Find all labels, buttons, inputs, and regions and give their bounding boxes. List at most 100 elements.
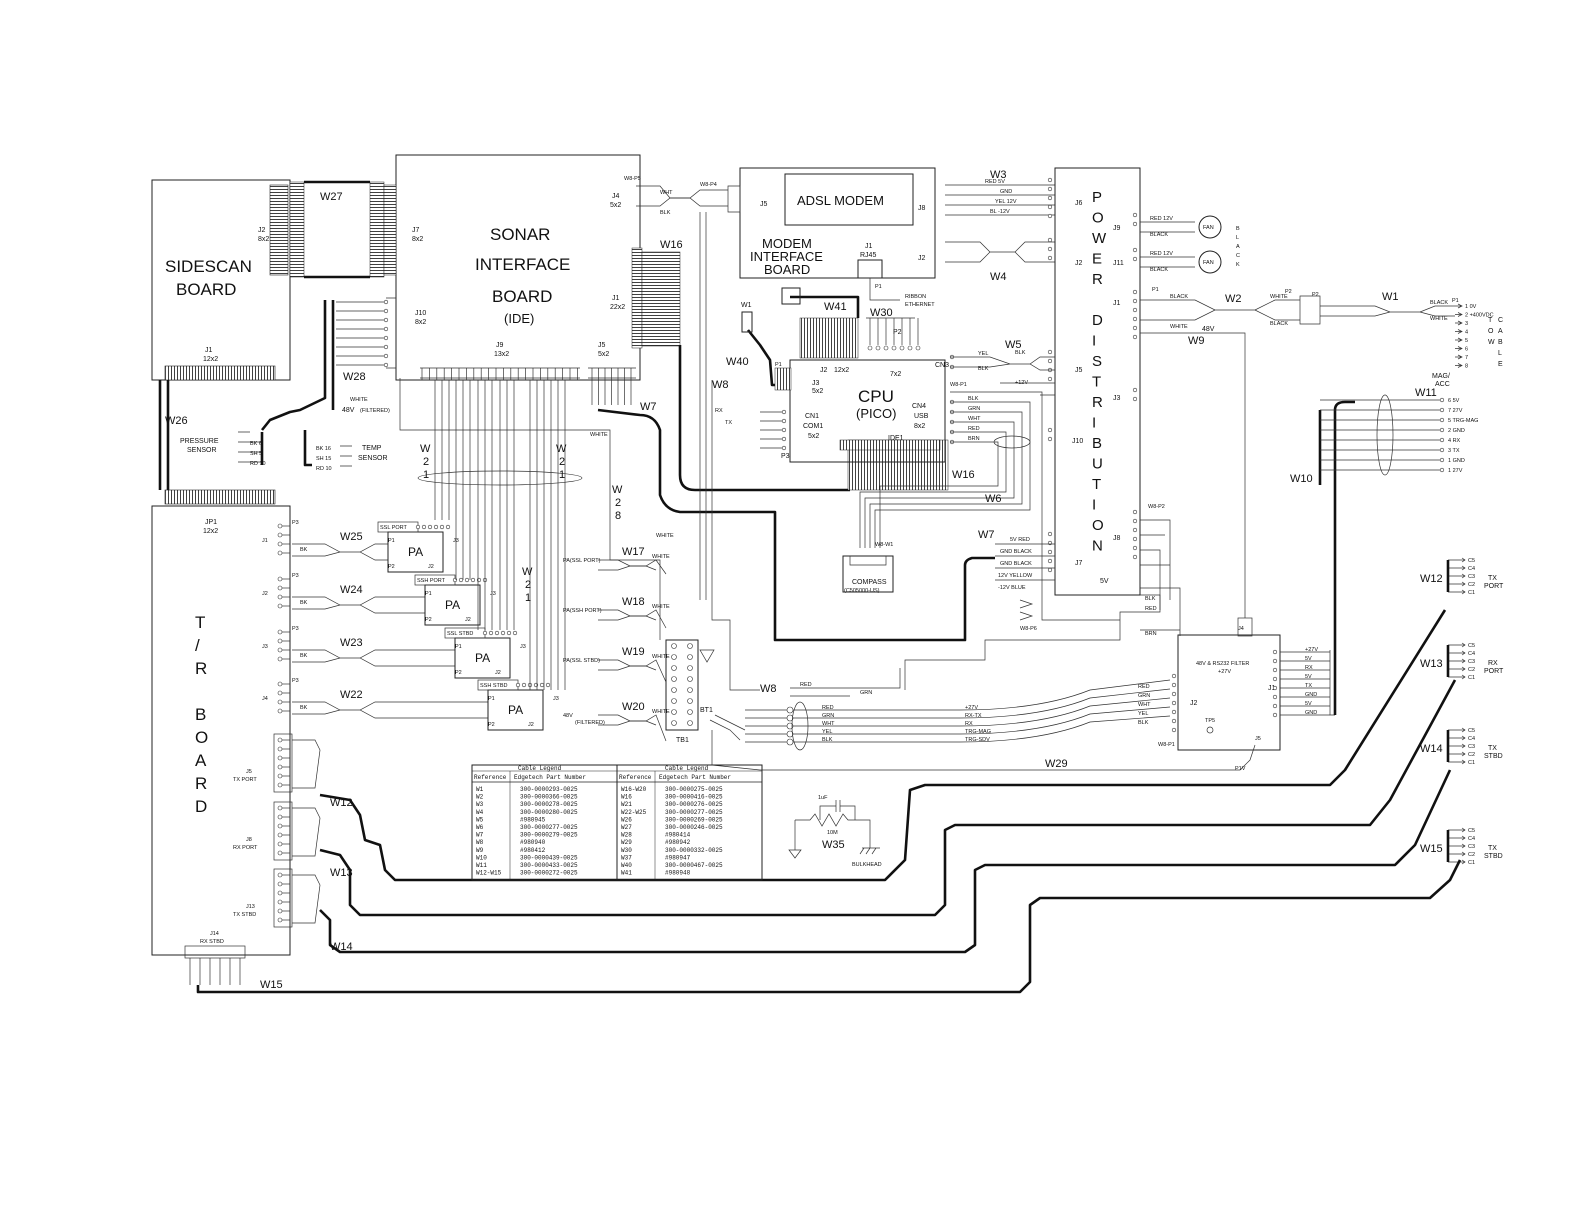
- pd-j11-label: J11: [1113, 260, 1124, 267]
- w11-pin: [1439, 417, 1445, 423]
- w11-pin: [1439, 397, 1445, 403]
- w1-label: W1: [1382, 291, 1399, 303]
- tr-letter: A: [195, 751, 207, 770]
- pd-pin: [1132, 536, 1138, 542]
- w1-pin-arrow: [1455, 346, 1463, 351]
- port-pin-label: C3: [1468, 574, 1475, 580]
- tr-port-fanout: [292, 807, 321, 857]
- fan-2-icon: [1198, 250, 1222, 274]
- w11-pin-label: 1 GND: [1448, 458, 1465, 464]
- w13-label: W13: [330, 867, 353, 879]
- pa-j2: J2: [465, 617, 471, 623]
- w30-pin: [915, 345, 921, 351]
- tr-letter: B: [195, 705, 206, 724]
- w26-cable: W26: [158, 380, 276, 505]
- legend-left-part: 300-0000366-0025: [520, 794, 578, 801]
- legend-right-part: 300-0000332-0025: [665, 847, 723, 854]
- w8-bundle-color: GRN: [822, 713, 834, 719]
- tr-letter: D: [195, 797, 207, 816]
- tr-jack-p3: P3: [292, 626, 299, 632]
- tb1-pin: [671, 709, 677, 715]
- legend-right-part: 300-0000275-0025: [665, 786, 723, 793]
- filter-j2-pin: [1171, 727, 1177, 733]
- port-pin-label: C3: [1468, 844, 1475, 850]
- pd-j1-label: J1: [1113, 300, 1121, 307]
- w1-pin-arrow: [1455, 312, 1463, 317]
- cpu-sig-red: RED: [968, 426, 980, 432]
- port-pin-label: C1: [1468, 675, 1475, 681]
- tb1-pin: [687, 709, 693, 715]
- port-pin-label: C3: [1468, 744, 1475, 750]
- port-label-2: STBD: [1484, 753, 1503, 760]
- tb1-pin: [687, 676, 693, 682]
- tr-jack-p3: P3: [292, 678, 299, 684]
- j10-pin: [383, 317, 389, 323]
- w7-label-1: W7: [640, 401, 657, 413]
- modem-j1-rj45: RJ45: [860, 252, 876, 259]
- tb1-pin: [687, 687, 693, 693]
- legend-title-right: Cable Legend: [665, 765, 709, 772]
- sonar-board-label-1: SONAR: [490, 225, 550, 244]
- cable-letter: A: [1498, 328, 1503, 335]
- tr-letter: T: [195, 613, 205, 632]
- tb1-pin: [687, 654, 693, 660]
- fan-letter: K: [1236, 262, 1240, 268]
- sidescan-board-label: SIDESCAN: [165, 257, 252, 276]
- w7-label-2: W7: [978, 529, 995, 541]
- pd-pin: [1132, 554, 1138, 560]
- w1-pin-arrow: [1455, 337, 1463, 343]
- port-label-2: STBD: [1484, 853, 1503, 860]
- pd-pin: [1047, 558, 1053, 564]
- pd-letter: O: [1092, 517, 1104, 534]
- w8-rx: RX: [715, 408, 723, 414]
- port-label-2: PORT: [1484, 668, 1504, 675]
- pd-pin: [1132, 325, 1138, 331]
- temp-label-2: SENSOR: [358, 455, 388, 462]
- pa-header-pin: [427, 524, 433, 530]
- cable-letter: L: [1498, 350, 1502, 357]
- w21-label-b2: 2: [559, 456, 565, 468]
- w11-pin: [1439, 467, 1445, 473]
- w3-label: W3: [990, 169, 1007, 181]
- w8-bundle-color-right: GRN: [1138, 693, 1150, 699]
- pd-j6-label: J6: [1075, 200, 1083, 207]
- w30-pin: [875, 345, 881, 351]
- w30-pin: [907, 345, 913, 351]
- w8-bundle-color: YEL: [822, 729, 832, 735]
- w13-right-label: W13: [1420, 658, 1443, 670]
- modem-j1-label: J1: [865, 243, 873, 250]
- port-pin-label: C5: [1468, 728, 1475, 734]
- w7-sig-1: 5V RED: [1010, 537, 1030, 543]
- w11-pin: [1439, 457, 1445, 463]
- w8-bundle-signal: TRG-MAG: [965, 729, 991, 735]
- pa-input-wire-b: [598, 665, 657, 671]
- w8-bundle-wire: [745, 715, 1171, 743]
- sidescan-j2-size: 8x2: [258, 236, 269, 243]
- cpu-usb: USB: [914, 413, 929, 420]
- pa-p2: P2: [455, 670, 462, 676]
- tr-jack-label: J1: [262, 538, 268, 544]
- modem-interface-label-2: INTERFACE: [750, 249, 823, 264]
- pa-input-label: PA(SSL STBD): [563, 658, 600, 664]
- pa-header-pin: [433, 524, 439, 530]
- pa-input-wire-b: [598, 565, 657, 571]
- w1-pin-arrow: [1455, 320, 1463, 326]
- pa-port-label: SSH STBD: [480, 683, 508, 689]
- pd-letter: O: [1092, 210, 1104, 227]
- tr-jack-p3: P3: [292, 520, 299, 526]
- tr-jack-label: J4: [262, 696, 268, 702]
- filter-out-label: GND: [1305, 692, 1317, 698]
- port-pin-arrow: [1448, 743, 1466, 749]
- pa-label: PA: [475, 651, 490, 665]
- pd-j10-label: J10: [1072, 438, 1083, 445]
- temp-pin-2: SH 15: [316, 456, 331, 462]
- pressure-sensor: PRESSURE SENSOR BK 6 SH 5 RD 10: [180, 431, 266, 467]
- pd-pin: [1047, 177, 1053, 183]
- w1-pin-label: 5: [1465, 338, 1468, 344]
- pa-header-pin: [445, 524, 451, 530]
- pa-p1: P1: [488, 696, 495, 702]
- port-pin-arrow: [1448, 759, 1466, 765]
- filter-j2-pin: [1171, 673, 1177, 679]
- tr-port-block: [273, 801, 293, 861]
